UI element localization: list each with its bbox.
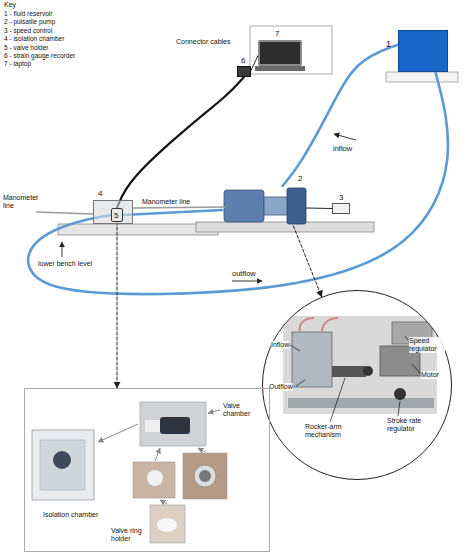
- photo-detail: [194, 465, 216, 487]
- pump-photo: [283, 316, 437, 414]
- key-entry: 5 - valve holder: [4, 44, 48, 51]
- callout-number: 4: [98, 189, 102, 198]
- key-entry: 7 - laptop: [4, 60, 31, 67]
- zoom-arrow: [117, 222, 118, 388]
- callout-number: 1: [386, 39, 391, 49]
- cable-label: Connector cables: [176, 38, 230, 46]
- manometer-line: [133, 207, 226, 208]
- laptop-keyboard: [255, 66, 305, 71]
- part-label: Valve ring holder: [111, 527, 151, 543]
- photo-arrow: [160, 500, 167, 504]
- leader-line: [296, 380, 305, 386]
- photo-tube: [300, 318, 314, 332]
- photo-arrow: [208, 410, 220, 413]
- photo-rocker: [332, 366, 366, 377]
- key-entry: 6 - strain gauge recorder: [4, 52, 75, 59]
- leader-line: [405, 336, 408, 340]
- bench-label: lower bench level: [38, 260, 92, 268]
- callout-number: 6: [241, 56, 245, 65]
- photo-tube: [322, 318, 338, 332]
- control-cable: [306, 208, 332, 210]
- pulsatile-pump: 2: [222, 186, 306, 226]
- lower-bench: [58, 224, 218, 235]
- valve-holder: 5: [111, 208, 123, 222]
- chamber-box: [40, 440, 85, 490]
- photo-arrow: [98, 424, 138, 442]
- photo-arrow: [198, 448, 205, 452]
- part-label: Stroke rate regulator: [387, 417, 429, 433]
- callout-number: 2: [298, 174, 302, 183]
- photo-detail: [147, 470, 163, 486]
- leader-line: [330, 378, 345, 422]
- pump-inset: InflowOutflowRocker-arm mechanism Motor Sp…: [262, 290, 452, 480]
- pump-chamber: [224, 190, 264, 222]
- laptop-screen: 7: [258, 40, 302, 66]
- fluid-reservoir: 1: [398, 30, 448, 72]
- ring-photo: [150, 505, 185, 543]
- part-label: Valve chamber: [223, 402, 257, 418]
- outflow-tube: [28, 72, 448, 294]
- isolation-chamber: 45: [93, 200, 133, 224]
- part-label: Rocker-arm mechanism: [305, 423, 351, 439]
- level-arrow: [62, 242, 63, 257]
- photo-pivot: [363, 366, 373, 376]
- callout-number: 3: [339, 193, 343, 202]
- photo-detail: [145, 420, 160, 432]
- photo-base: [288, 398, 434, 408]
- key-entry: 4 - isolation chamber: [4, 35, 64, 42]
- callout-number: 7: [275, 29, 279, 38]
- photo-detail: [199, 470, 211, 482]
- photo-knob: [394, 388, 406, 400]
- part-label: Inflow: [271, 341, 289, 349]
- ring-photo: [183, 453, 227, 499]
- photo-chamber: [292, 332, 332, 387]
- leader-line: [412, 364, 420, 373]
- callout-number: 5: [114, 211, 118, 220]
- chamber-photo: [32, 430, 94, 500]
- leader-line: [398, 401, 400, 416]
- ring-photo: [133, 462, 175, 498]
- pump-rocker: [264, 197, 288, 215]
- laptop-frame: [250, 26, 332, 74]
- pressure-tube: [123, 210, 222, 215]
- key-entry: 2 - pulsatile pump: [4, 18, 55, 25]
- data-cable: [251, 56, 258, 71]
- key-entry: 3 - speed control: [4, 27, 52, 34]
- line-label: Manometer line: [142, 198, 190, 206]
- manometer-line: [36, 212, 93, 214]
- reservoir-tray: [386, 72, 458, 82]
- flow-arrow: [334, 134, 356, 140]
- connector-cable: [117, 77, 244, 208]
- pump-bench: [196, 222, 374, 232]
- flow-label: outflow: [232, 270, 256, 279]
- part-label: Isolation chamber: [43, 511, 98, 519]
- leader-line: [290, 345, 300, 351]
- chamber-valve: [53, 451, 71, 469]
- speed-control: 3: [332, 203, 350, 214]
- zoom-arrow: [293, 226, 321, 297]
- part-label: Motor: [421, 371, 439, 379]
- part-label: Outflow: [269, 383, 293, 391]
- key-heading: Key: [4, 1, 16, 9]
- valve-chamber-photo: [140, 402, 206, 446]
- key-entry: 1 - fluid reservoir: [4, 10, 52, 17]
- photo-detail: [157, 518, 177, 532]
- part-label: Speed regulator: [409, 337, 445, 353]
- pump-motor: [287, 188, 306, 224]
- flow-label: inflow: [333, 145, 352, 154]
- flow-arrow: [232, 281, 262, 282]
- photo-arrow: [155, 448, 160, 461]
- strain-gauge-recorder: 6: [237, 66, 251, 77]
- line-label: Manometer line: [3, 194, 39, 210]
- photo-detail: [160, 417, 190, 434]
- valve-inset: Valve chamberIsolation chamberValve ring…: [24, 388, 270, 552]
